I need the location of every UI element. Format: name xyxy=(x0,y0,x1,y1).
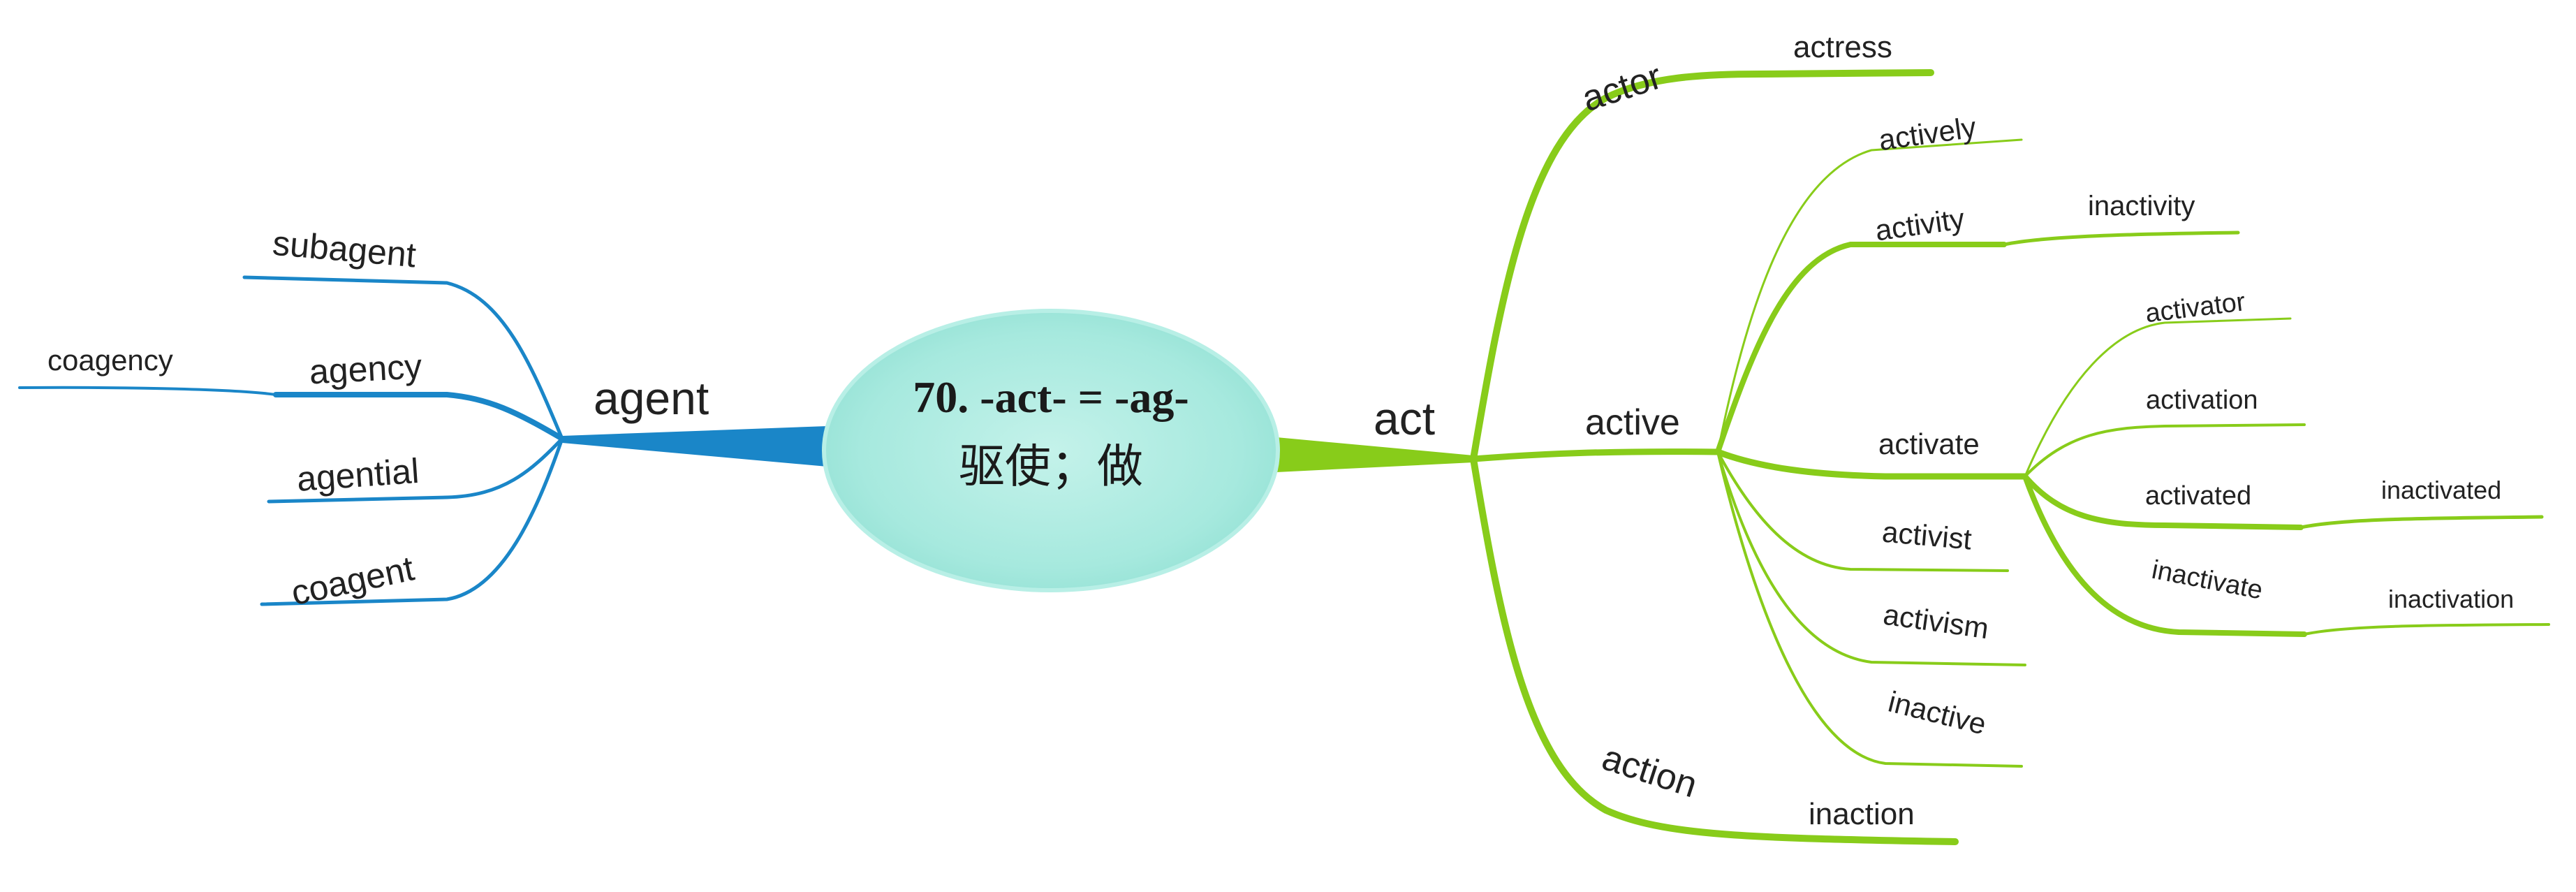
topic-inaction[interactable]: inaction xyxy=(1809,797,1915,831)
topic-activate[interactable]: activate xyxy=(1878,427,1980,460)
branch-activism xyxy=(1716,451,2026,666)
branch-inactivate xyxy=(2022,474,2307,637)
center-topic[interactable]: 70. -act- = -ag- 驱使；做 xyxy=(822,309,1280,592)
topic-act[interactable]: act xyxy=(1374,393,1435,444)
branch-subagent xyxy=(242,275,564,441)
topic-inactivated[interactable]: inactivated xyxy=(2381,476,2501,504)
branch-inactive xyxy=(1716,451,2023,768)
topic-inactivity[interactable]: inactivity xyxy=(2088,191,2195,221)
topic-activity[interactable]: activity xyxy=(1873,202,1966,247)
act-trunk xyxy=(1276,437,1473,472)
center-title: 70. -act- = -ag- xyxy=(913,372,1188,422)
center-subtitle: 驱使；做 xyxy=(959,439,1143,493)
branch-coagency xyxy=(18,386,277,396)
topic-activist[interactable]: activist xyxy=(1881,516,1973,556)
branch-inactivation xyxy=(2303,623,2550,636)
right-labels: act actor actress actively activity inac… xyxy=(1374,30,2514,831)
topic-actively[interactable]: actively xyxy=(1877,110,1978,156)
branch-activity xyxy=(1715,242,2007,455)
branch-activist xyxy=(1716,451,2009,572)
branch-activated xyxy=(2022,474,2304,530)
branch-inactivated xyxy=(2299,515,2544,529)
center-bubble xyxy=(822,309,1280,592)
topic-agency[interactable]: agency xyxy=(309,346,423,391)
branch-active xyxy=(1470,448,1721,462)
topic-subagent[interactable]: subagent xyxy=(271,224,418,275)
left-branch xyxy=(18,275,827,606)
agent-trunk xyxy=(562,426,827,467)
topic-inactivate[interactable]: inactivate xyxy=(2149,555,2265,606)
topic-actor[interactable]: actor xyxy=(1577,56,1667,119)
right-branch xyxy=(1276,69,2550,845)
topic-inactive[interactable]: inactive xyxy=(1885,685,1990,740)
topic-activated[interactable]: activated xyxy=(2145,481,2251,511)
topic-coagency[interactable]: coagency xyxy=(47,344,173,376)
topic-active[interactable]: active xyxy=(1585,402,1680,443)
topic-activator[interactable]: activator xyxy=(2144,287,2247,328)
topic-activism[interactable]: activism xyxy=(1881,598,1991,645)
branch-activation xyxy=(2024,423,2306,478)
branch-inactivity xyxy=(2002,231,2240,247)
topic-inactivation[interactable]: inactivation xyxy=(2388,585,2514,613)
topic-agent[interactable]: agent xyxy=(594,372,709,424)
branch-agential xyxy=(267,437,564,504)
topic-action[interactable]: action xyxy=(1597,737,1702,805)
topic-actress[interactable]: actress xyxy=(1793,30,1892,64)
branch-agency xyxy=(273,392,565,441)
branch-coagent xyxy=(260,437,564,606)
topic-activation[interactable]: activation xyxy=(2146,386,2258,415)
branch-actively xyxy=(1716,138,2023,453)
branch-actor xyxy=(1470,69,1934,462)
topic-agential[interactable]: agential xyxy=(295,451,420,499)
branch-activate xyxy=(1714,448,2029,480)
branch-activator xyxy=(2024,317,2292,478)
branch-action xyxy=(1470,455,1959,845)
